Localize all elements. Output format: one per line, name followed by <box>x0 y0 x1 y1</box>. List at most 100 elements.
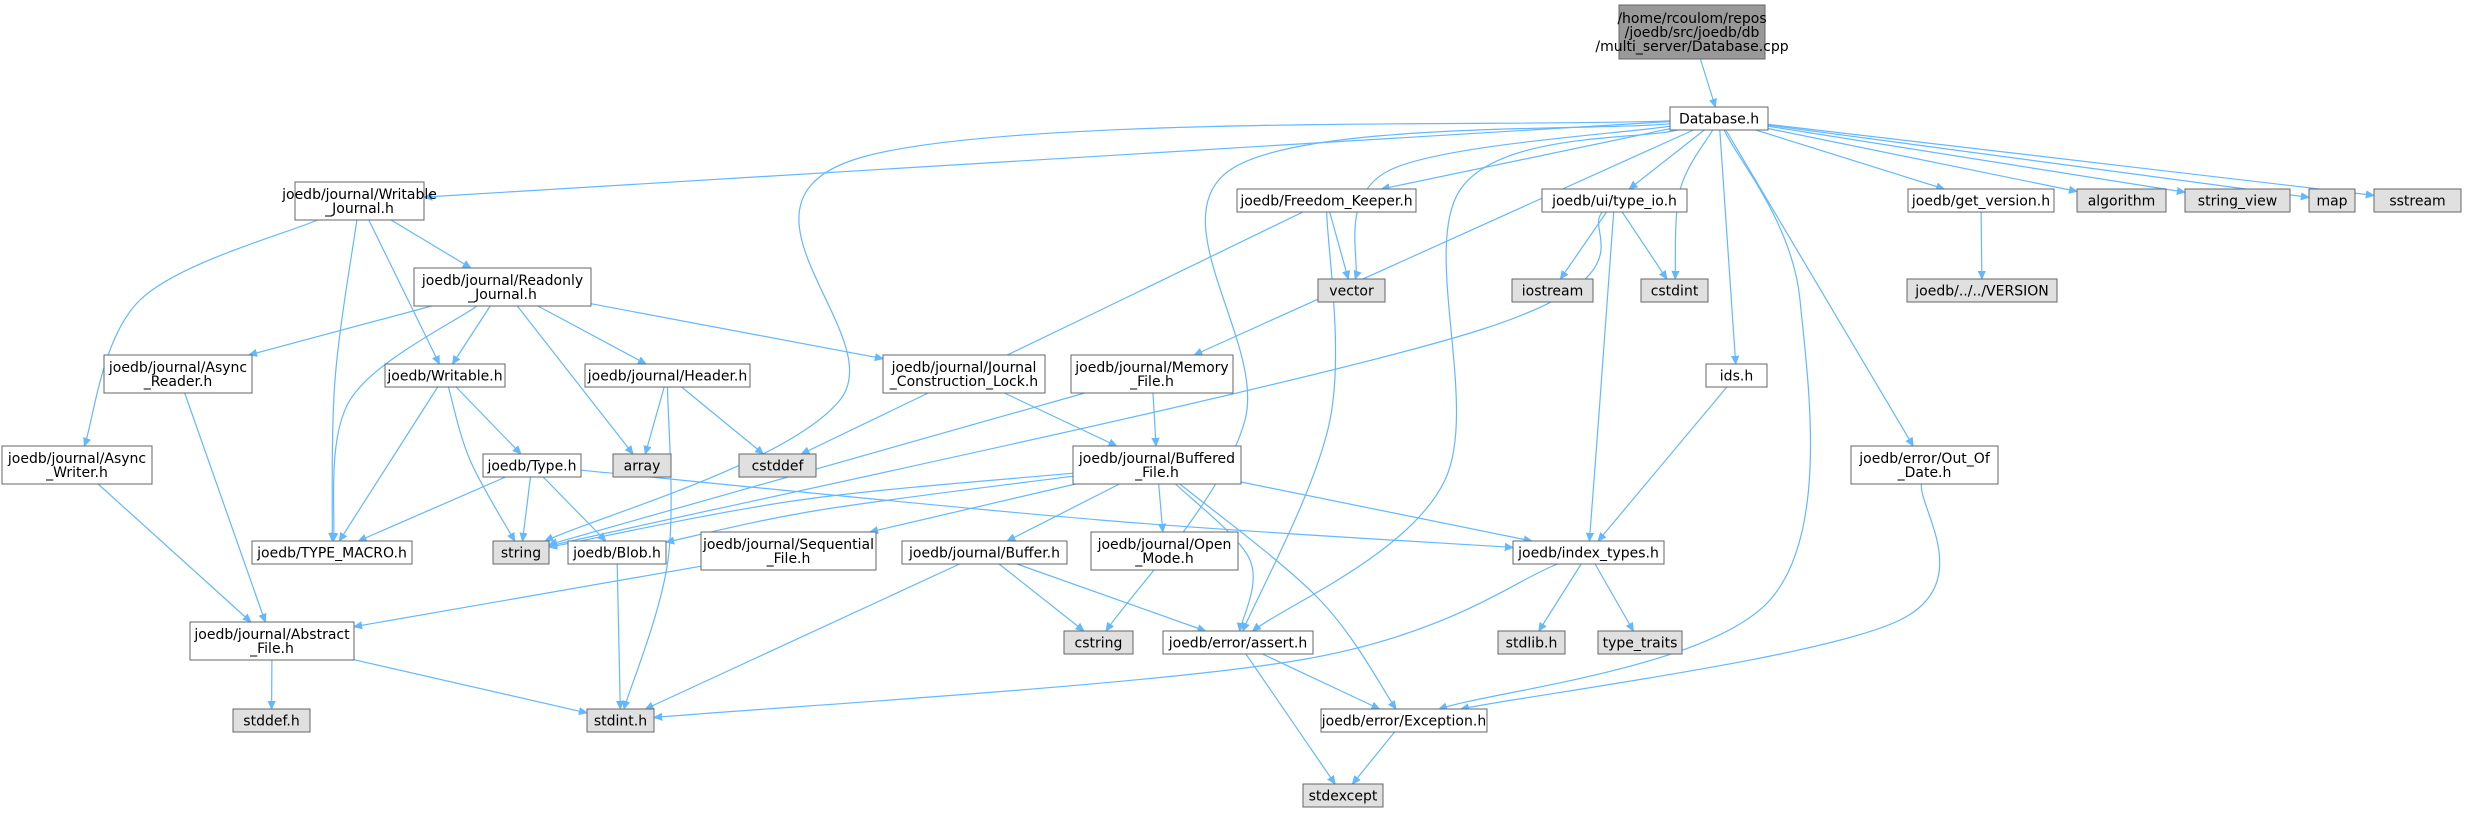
node-type-traits: type_traits <box>1597 630 1683 655</box>
node-box <box>1162 630 1314 655</box>
node-freedom-keeper[interactable]: joedb/Freedom_Keeper.h <box>1236 188 1417 213</box>
node-dbcpp[interactable]: /home/rcoulom/repos/joedb/src/joedb/db/m… <box>1595 4 1789 60</box>
node-label: joedb/error/assert.h <box>1168 636 1308 652</box>
node-box <box>384 363 506 388</box>
node-writable-h[interactable]: joedb/Writable.h <box>384 363 506 388</box>
edge-buffered_file-to-string <box>549 472 1074 547</box>
edge-buffer_h-to-assert_h <box>1016 563 1206 631</box>
node-box <box>2184 188 2291 213</box>
node-label: joedb/journal/Async <box>108 360 247 376</box>
edge-database_h-to-ids_h <box>1719 129 1736 364</box>
edge-type_io-to-cstdint <box>1621 211 1667 279</box>
node-box <box>482 453 582 478</box>
node-type-macro[interactable]: joedb/TYPE_MACRO.h <box>251 540 413 565</box>
node-label: sstream <box>2389 194 2445 210</box>
node-label: joedb/get_version.h <box>1911 194 2050 210</box>
node-cstdint: cstdint <box>1640 278 1709 303</box>
edge-sequential_file-to-abstract_file <box>354 565 702 627</box>
node-label: cstddef <box>752 459 805 475</box>
node-out-of-date[interactable]: joedb/error/Out_Of_Date.h <box>1850 445 1999 485</box>
edge-ids_h-to-index_types <box>1598 386 1728 541</box>
node-label: _File.h <box>249 641 294 657</box>
node-get-version[interactable]: joedb/get_version.h <box>1907 188 2055 213</box>
node-abstract-file[interactable]: joedb/journal/Abstract_File.h <box>189 621 355 661</box>
node-box <box>612 453 672 478</box>
node-label: /multi_server/Database.cpp <box>1595 39 1788 55</box>
node-box <box>294 181 425 221</box>
node-label: ids.h <box>1720 369 1753 385</box>
node-box <box>1317 278 1386 303</box>
node-assert-h[interactable]: joedb/error/assert.h <box>1162 630 1314 655</box>
node-blob-h[interactable]: joedb/Blob.h <box>567 540 667 565</box>
edge-readonly_journal-to-header_h <box>537 305 646 365</box>
node-ids-h[interactable]: ids.h <box>1705 363 1768 388</box>
node-box <box>1063 630 1134 655</box>
node-label: /joedb/src/joedb/db <box>1625 25 1760 41</box>
edge-database_h-to-vector <box>1355 125 1671 279</box>
node-layer: /home/rcoulom/repos/joedb/src/joedb/db/m… <box>1 4 2462 808</box>
node-header-h[interactable]: joedb/journal/Header.h <box>584 363 751 388</box>
node-sequential-file[interactable]: joedb/journal/Sequential_File.h <box>700 531 877 571</box>
node-async-reader[interactable]: joedb/journal/Async_Reader.h <box>103 354 253 394</box>
edge-type_io-to-index_types <box>1589 211 1615 541</box>
node-database-h[interactable]: Database.h <box>1669 106 1769 131</box>
node-cstddef: cstddef <box>738 453 817 478</box>
node-box <box>1072 445 1242 485</box>
node-box <box>1 445 153 485</box>
node-label: joedb/error/Out_Of <box>1858 451 1991 467</box>
edge-index_types-to-type_traits <box>1594 563 1633 631</box>
node-label: stdexcept <box>1309 789 1378 805</box>
edge-async_reader-to-abstract_file <box>184 392 266 622</box>
node-buffer-h[interactable]: joedb/journal/Buffer.h <box>901 540 1068 565</box>
node-label: stdint.h <box>594 714 647 730</box>
node-box <box>1597 630 1683 655</box>
node-index-types[interactable]: joedb/index_types.h <box>1512 540 1665 565</box>
node-label: iostream <box>1522 284 1584 300</box>
node-open-mode[interactable]: joedb/journal/Open_Mode.h <box>1090 531 1239 571</box>
node-type-io[interactable]: joedb/ui/type_io.h <box>1541 188 1688 213</box>
node-box <box>882 354 1046 394</box>
node-box <box>584 363 751 388</box>
node-iostream: iostream <box>1511 278 1594 303</box>
edge-async_writer-to-abstract_file <box>97 483 251 622</box>
node-label: joedb/journal/Abstract <box>193 627 350 643</box>
node-label: algorithm <box>2088 194 2156 210</box>
node-async-writer[interactable]: joedb/journal/Async_Writer.h <box>1 445 153 485</box>
edge-database_h-to-exception_h <box>1439 129 1812 709</box>
edge-database_h-to-writable_journal <box>424 120 1671 198</box>
node-label: _Reader.h <box>143 374 213 390</box>
node-type-h[interactable]: joedb/Type.h <box>482 453 582 478</box>
node-box <box>586 708 655 733</box>
node-label: array <box>624 459 661 475</box>
node-label: stdlib.h <box>1506 636 1558 652</box>
edge-freedom_keeper-to-vector <box>1329 211 1349 279</box>
node-box <box>567 540 667 565</box>
node-label: _Writer.h <box>45 465 108 481</box>
node-label: joedb/Type.h <box>486 459 576 475</box>
node-readonly-journal[interactable]: joedb/journal/Readonly_Journal.h <box>413 267 592 307</box>
node-writable-journal[interactable]: joedb/journal/Writable_Journal.h <box>281 181 437 221</box>
node-box <box>1618 4 1766 60</box>
node-box <box>492 540 550 565</box>
node-stddef-h: stddef.h <box>232 708 311 733</box>
node-memory-file[interactable]: joedb/journal/Memory_File.h <box>1070 354 1234 394</box>
edge-writable_journal-to-readonly_journal <box>390 219 471 268</box>
node-label: joedb/journal/Async <box>7 451 146 467</box>
node-label: joedb/journal/Journal <box>891 360 1037 376</box>
node-box <box>413 267 592 307</box>
node-box <box>1302 783 1384 808</box>
node-buffered-file[interactable]: joedb/journal/Buffered_File.h <box>1072 445 1242 485</box>
node-label: _File.h <box>1134 465 1179 481</box>
node-label: joedb/journal/Sequential <box>702 537 874 553</box>
edge-writable_h-to-string <box>447 386 514 541</box>
node-box <box>1236 188 1417 213</box>
node-label: _Journal.h <box>467 287 537 303</box>
node-label: type_traits <box>1603 636 1678 652</box>
node-exception-h[interactable]: joedb/error/Exception.h <box>1320 708 1488 733</box>
node-label: Database.h <box>1679 112 1759 128</box>
node-journal-lock[interactable]: joedb/journal/Journal_Construction_Lock.… <box>882 354 1046 394</box>
edge-type_io-to-string <box>549 211 1604 546</box>
edge-layer <box>84 58 2374 784</box>
edge-exception_h-to-stdexcept <box>1352 731 1396 784</box>
node-label: joedb/journal/Buffered <box>1078 451 1235 467</box>
